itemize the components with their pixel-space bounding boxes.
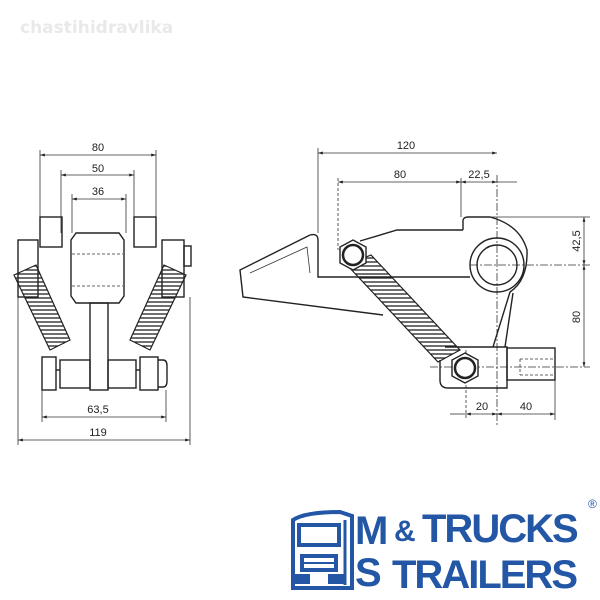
truck-icon xyxy=(291,509,354,590)
dim-overall-length: 120 xyxy=(397,140,415,152)
logo-letter-s: S xyxy=(355,551,382,595)
bottom-bolt xyxy=(41,356,168,391)
dim-top-inner: 36 xyxy=(92,186,104,198)
lower-nut xyxy=(451,352,479,384)
left-spring xyxy=(13,264,71,351)
dimension-lines xyxy=(17,150,191,445)
dim-overall-width: 119 xyxy=(89,427,107,439)
dimension-lines xyxy=(317,148,590,425)
upper-nut xyxy=(339,239,367,271)
logo-word-trailers: TRAILERS xyxy=(392,553,578,597)
right-spring xyxy=(129,264,187,351)
side-spring xyxy=(345,254,461,363)
dim-eye-offset: 22,5 xyxy=(468,169,489,181)
eye-outer xyxy=(469,237,525,293)
left-ear xyxy=(39,216,63,248)
dim-bolt-length: 63,5 xyxy=(87,404,108,416)
dim-eye-to-pin: 80 xyxy=(571,311,583,323)
dim-eye-height: 42,5 xyxy=(571,230,583,251)
logo-word-trucks: TRUCKS xyxy=(422,507,579,551)
center-barrel xyxy=(70,232,125,304)
lower-bracket xyxy=(439,346,508,389)
dim-top-middle: 50 xyxy=(92,163,104,175)
dim-nut-to-center: 20 xyxy=(476,401,488,413)
front-view: 80 50 36 63,5 119 xyxy=(13,142,192,445)
pin xyxy=(506,347,556,381)
watermark: chastihidravlika xyxy=(20,18,174,38)
stem xyxy=(89,302,109,391)
hook-body xyxy=(239,216,528,348)
dim-pin-offset: 80 xyxy=(394,169,406,181)
eye-inner xyxy=(476,244,518,286)
side-view: 120 80 22,5 42,5 80 20 40 xyxy=(239,140,590,425)
dim-top-outer: 80 xyxy=(92,142,104,154)
logo-ampersand: & xyxy=(394,515,416,548)
logo-registered: ® xyxy=(588,497,597,511)
dim-pin-length: 40 xyxy=(520,401,532,413)
right-ear xyxy=(133,216,157,248)
logo-letter-m: M xyxy=(355,509,389,553)
